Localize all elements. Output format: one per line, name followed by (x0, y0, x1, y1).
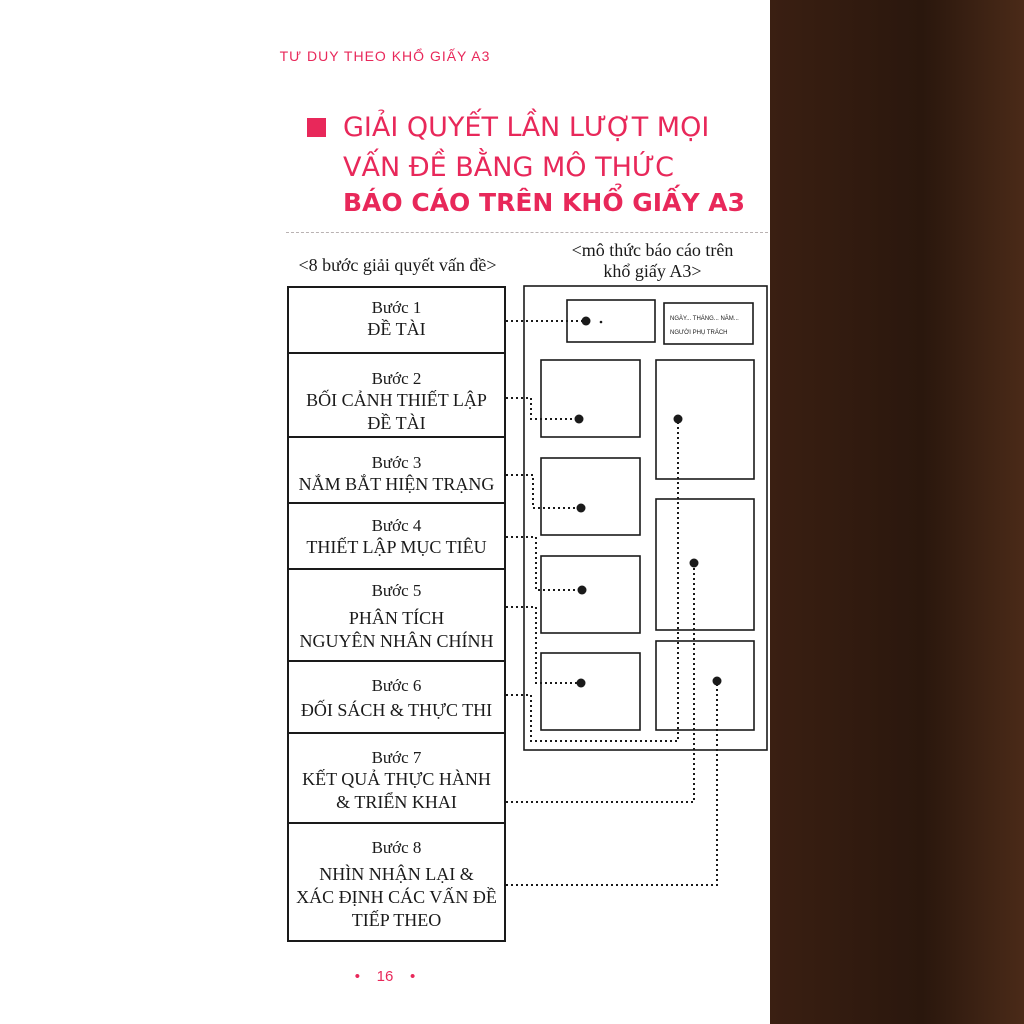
step-8-label: Bước 8 (371, 838, 422, 857)
step-2-name-line-2: ĐỀ TÀI (367, 413, 426, 433)
a3-review-box (655, 640, 755, 731)
dot-step-2 (574, 414, 584, 424)
a3-background-box (540, 359, 641, 438)
a3-theme-box (566, 299, 656, 343)
step-1-name: ĐỀ TÀI (367, 319, 426, 339)
step-5-label: Bước 5 (371, 581, 422, 600)
title-bullet-icon (307, 118, 326, 137)
step-7-label: Bước 7 (371, 748, 422, 767)
a3-current-state-box (540, 457, 641, 536)
a3-results-box (655, 498, 755, 631)
connector-step-8 (506, 681, 718, 886)
dot-step-1 (581, 316, 591, 326)
connector-step-5 (506, 606, 581, 684)
step-5-name-line-2: NGUYÊN NHÂN CHÍNH (299, 631, 494, 651)
step-7: Bước 7 KẾT QUẢ THỰC HÀNH & TRIỂN KHAI (287, 732, 506, 824)
page-number: • 16 • (0, 968, 770, 985)
section-title-line-3: BÁO CÁO TRÊN KHỔ GIẤY A3 (343, 188, 745, 217)
dot-step-5 (576, 678, 586, 688)
connector-step-2 (506, 397, 579, 420)
step-2-label: Bước 2 (371, 369, 422, 388)
step-4-label: Bước 4 (371, 516, 422, 535)
page-number-value: 16 (376, 968, 394, 985)
book-page: TƯ DUY THEO KHỔ GIẤY A3 GIẢI QUYẾT LẦN L… (0, 48, 770, 985)
step-4-name: THIẾT LẬP MỤC TIÊU (306, 537, 487, 557)
a3-root-cause-box (540, 555, 641, 634)
step-4: Bước 4 THIẾT LẬP MỤC TIÊU (287, 502, 506, 570)
step-5-name-line-1: PHÂN TÍCH (348, 608, 445, 628)
step-7-name-line-2: & TRIỂN KHAI (336, 792, 457, 812)
step-8: Bước 8 NHÌN NHẬN LẠI & XÁC ĐỊNH CÁC VẤN … (287, 822, 506, 942)
section-title-line-2: VẤN ĐỀ BẰNG MÔ THỨC (343, 152, 674, 183)
dot-small (599, 320, 603, 324)
connector-step-4 (506, 536, 582, 591)
title-divider (286, 232, 768, 233)
a3-owner-label: NGƯỜI PHỤ TRÁCH (670, 329, 728, 336)
step-3-label: Bước 3 (371, 453, 422, 472)
a3-goal-box (655, 359, 755, 480)
step-6-label: Bước 6 (371, 676, 422, 695)
a3-report-diagram: NGÀY... THÁNG... NĂM... NGƯỜI PHỤ TRÁCH (506, 285, 768, 886)
page-number-right-dot-icon: • (410, 968, 416, 985)
step-2-name-line-1: BỐI CẢNH THIẾT LẬP (306, 390, 487, 410)
running-header: TƯ DUY THEO KHỔ GIẤY A3 (279, 48, 491, 64)
connector-step-3 (506, 474, 581, 509)
step-5: Bước 5 PHÂN TÍCH NGUYÊN NHÂN CHÍNH (287, 568, 506, 662)
connector-step-7 (506, 563, 695, 803)
step-3-name: NẮM BẮT HIỆN TRẠNG (298, 474, 495, 494)
step-7-name-line-1: KẾT QUẢ THỰC HÀNH (302, 769, 491, 789)
step-2: Bước 2 BỐI CẢNH THIẾT LẬP ĐỀ TÀI (287, 352, 506, 438)
dot-step-3 (576, 503, 586, 513)
dot-step-8 (712, 676, 722, 686)
step-1-label: Bước 1 (371, 298, 422, 317)
step-6-name: ĐỐI SÁCH & THỰC THI (300, 700, 493, 720)
a3-caption-line-2: khổ giấy A3> (603, 261, 702, 281)
step-8-name-line-1: NHÌN NHẬN LẠI & (319, 864, 474, 884)
dot-step-7 (689, 558, 699, 568)
section-title-line-1: GIẢI QUYẾT LẦN LƯỢT MỌI (343, 112, 710, 143)
dot-step-6 (673, 414, 683, 424)
steps-caption: <8 bước giải quyết vấn đề> (298, 255, 497, 275)
step-8-name-line-2: XÁC ĐỊNH CÁC VẤN ĐỀ (296, 887, 497, 907)
book-binding (762, 0, 1024, 1024)
a3-date-label: NGÀY... THÁNG... NĂM... (670, 315, 739, 322)
step-8-name-line-3: TIẾP THEO (351, 910, 442, 930)
a3-sheet (523, 285, 768, 751)
a3-countermeasure-box (540, 652, 641, 731)
page-number-left-dot-icon: • (354, 968, 360, 985)
dot-step-4 (577, 585, 587, 595)
step-3: Bước 3 NẮM BẮT HIỆN TRẠNG (287, 436, 506, 504)
connector-step-6 (506, 419, 679, 742)
a3-caption: <mô thức báo cáo trên khổ giấy A3> (540, 240, 765, 282)
a3-caption-line-1: <mô thức báo cáo trên (571, 240, 734, 260)
a3-date-owner-box (663, 302, 754, 345)
